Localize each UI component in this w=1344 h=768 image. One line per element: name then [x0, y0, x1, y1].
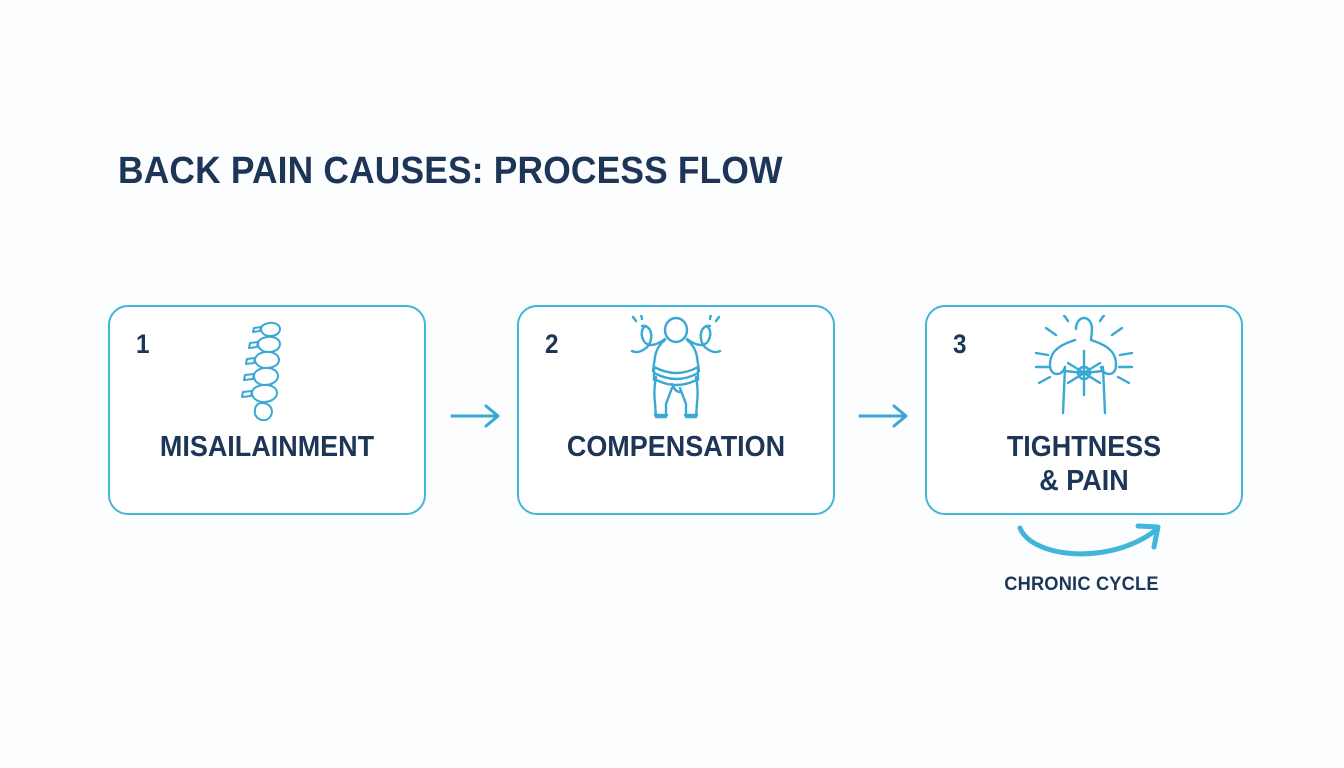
step-label-3: TIGHTNESS & PAIN	[937, 430, 1231, 498]
step-number-1: 1	[136, 329, 150, 359]
step-label-3-line1: TIGHTNESS	[1006, 431, 1162, 463]
step-card-3[interactable]: 3	[925, 305, 1243, 515]
arrow-right-icon-2	[858, 404, 908, 428]
arrow-right-icon-1	[450, 404, 500, 428]
chronic-cycle-label: CHRONIC CYCLE	[1003, 574, 1159, 595]
back-pain-radiating-icon	[1034, 315, 1134, 415]
step-card-1[interactable]: 1 MISAILAINMENT	[108, 305, 426, 515]
step-card-2[interactable]: 2	[517, 305, 835, 515]
chronic-cycle-group: CHRONIC CYCLE	[990, 516, 1190, 612]
spine-icon	[241, 321, 281, 422]
step-number-3: 3	[953, 329, 967, 359]
flexing-figure-brace-icon	[630, 315, 722, 419]
process-flow: 1 MISAILAINMENT	[108, 305, 1243, 519]
step-label-1-line1: MISAILAINMENT	[159, 431, 375, 463]
step-number-2: 2	[545, 329, 559, 359]
step-label-1: MISAILAINMENT	[120, 430, 414, 464]
page-title: BACK PAIN CAUSES: PROCESS FLOW	[118, 150, 783, 192]
step-label-2-line1: COMPENSATION	[566, 431, 786, 463]
curved-arrow-up-right-icon	[1017, 523, 1161, 557]
step-label-2: COMPENSATION	[529, 430, 823, 464]
step-label-3-line2: & PAIN	[1039, 465, 1129, 497]
